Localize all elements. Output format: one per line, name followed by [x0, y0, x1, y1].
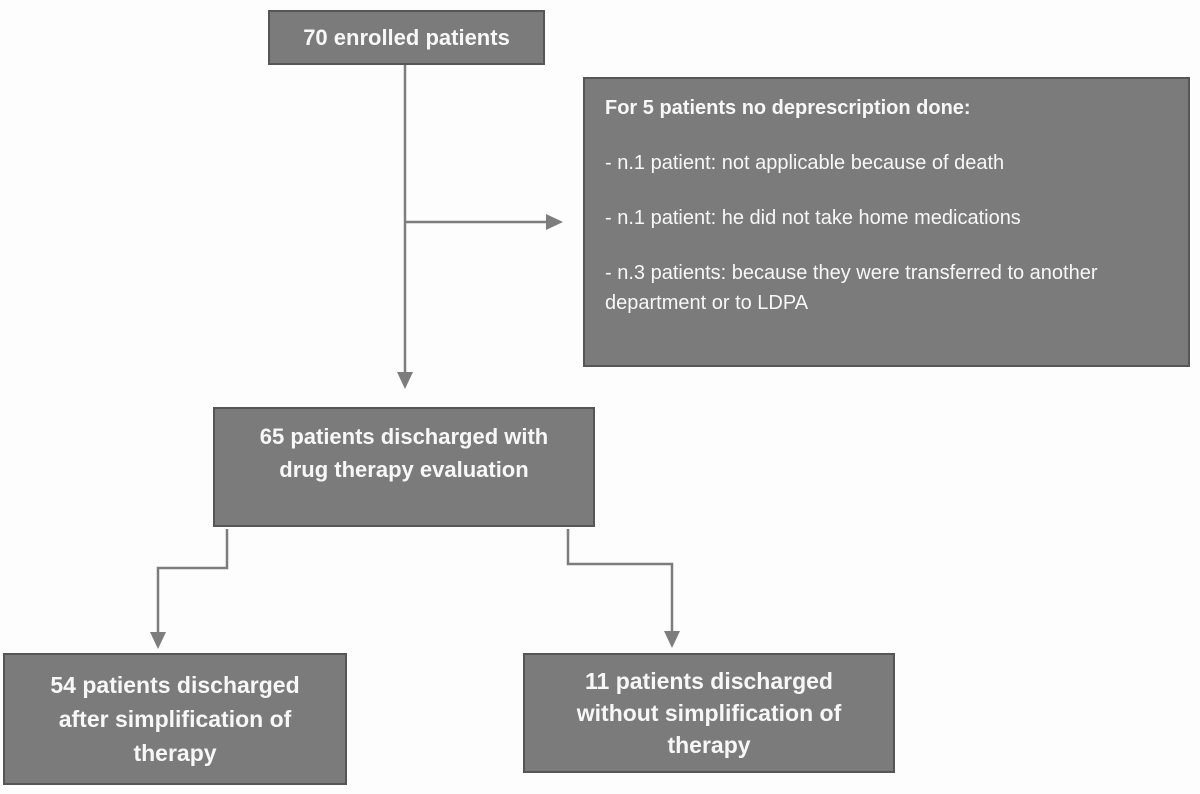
node-discharged-simplified: 54 patients discharged after simplificat… [3, 653, 347, 785]
arrow-evaluation-to-not-simplified [566, 529, 680, 648]
no-deprescription-item: - n.1 patient: he did not take home medi… [605, 207, 1021, 229]
arrow-enrolled-to-evaluation [397, 65, 413, 389]
not-simplified-label-line: without simplification of [576, 700, 842, 726]
evaluation-label-line: drug therapy evaluation [279, 457, 529, 482]
enrolled-patients-label: 70 enrolled patients [303, 24, 510, 50]
node-discharged-not-simplified: 11 patients discharged without simplific… [523, 653, 895, 773]
simplified-label-line: after simplification of [58, 706, 292, 732]
node-no-deprescription: For 5 patients no deprescription done: -… [583, 77, 1190, 367]
node-discharged-with-evaluation: 65 patients discharged with drug therapy… [213, 407, 595, 527]
arrow-branch-to-no-deprescription [405, 214, 563, 230]
arrow-evaluation-to-simplified [150, 529, 229, 649]
no-deprescription-title: For 5 patients no deprescription done: [605, 97, 971, 119]
node-enrolled-patients: 70 enrolled patients [268, 10, 545, 65]
not-simplified-label-line: 11 patients discharged [585, 668, 833, 694]
not-simplified-label-line: therapy [667, 732, 751, 758]
simplified-label-line: 54 patients discharged [50, 672, 300, 698]
no-deprescription-item: - n.1 patient: not applicable because of… [605, 152, 1005, 174]
evaluation-label-line: 65 patients discharged with [259, 424, 549, 449]
simplified-label-line: therapy [133, 740, 217, 766]
no-deprescription-item: - n.3 patients: because they were transf… [605, 262, 1098, 314]
